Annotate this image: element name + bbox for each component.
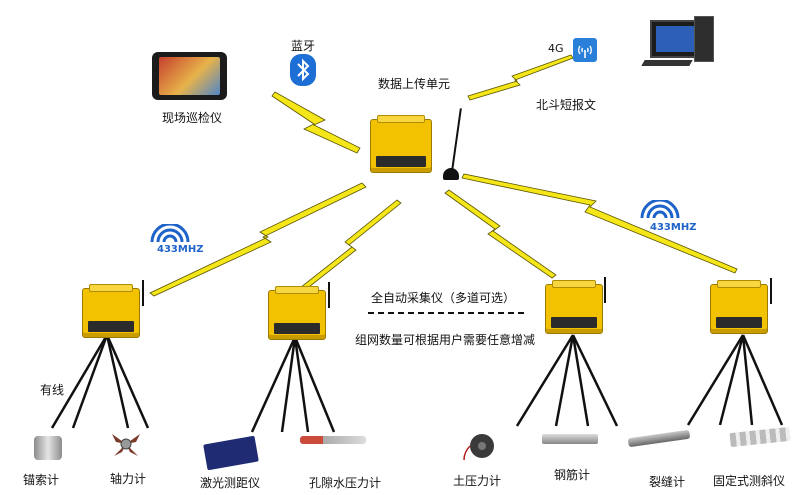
wire <box>50 334 109 429</box>
sensor-label: 固定式测斜仪 <box>712 474 786 488</box>
signal-4g-icon <box>573 38 597 62</box>
earth-pressure-meter-graphic <box>463 434 494 461</box>
sensor-label: 钢筋计 <box>553 468 591 482</box>
lightning-link-beidou <box>467 54 574 101</box>
wire <box>686 334 745 426</box>
pore-pressure-meter-graphic <box>300 436 366 444</box>
sensor-label: 裂缝计 <box>648 475 686 489</box>
wire <box>515 334 575 427</box>
upload-unit-label: 数据上传单元 <box>377 77 451 91</box>
wire <box>571 334 619 427</box>
wireless-signal-icon <box>150 224 190 243</box>
patrol-tablet <box>152 52 227 100</box>
auto-collector-label: 全自动采集仪（多道可选） <box>370 291 516 305</box>
net-4g-label: 4G <box>548 42 564 55</box>
collector-antenna <box>142 280 144 306</box>
lightning-link-collector-2 <box>295 199 402 295</box>
lightning-link-collector-1 <box>149 182 367 297</box>
lightning-link-collector-3 <box>444 189 557 279</box>
collector-antenna <box>328 282 330 308</box>
beidou-label: 北斗短报文 <box>535 98 597 112</box>
wired-label: 有线 <box>40 383 65 397</box>
sensor-label: 孔隙水压力计 <box>308 476 382 490</box>
wire <box>280 336 297 433</box>
computer-tower <box>694 16 714 62</box>
sensor-label: 轴力计 <box>109 472 147 486</box>
bluetooth-label: 蓝牙 <box>290 39 316 53</box>
wire <box>293 336 310 433</box>
wire <box>105 334 150 429</box>
lightning-link-collector-4 <box>461 173 738 274</box>
wireless-signal-icon <box>640 200 680 219</box>
collector-3 <box>545 280 603 334</box>
sensor-label: 土压力计 <box>452 474 502 488</box>
wire <box>250 336 297 433</box>
axial-force-meter-graphic <box>112 434 140 456</box>
rebar-meter-graphic <box>542 434 598 444</box>
collector-antenna <box>604 277 606 303</box>
patrol-device-label: 现场巡检仪 <box>161 111 223 125</box>
sensor-label: 锚索计 <box>22 473 60 487</box>
network-note: 组网数量可根据用户需要任意增减 <box>354 333 536 347</box>
wire <box>741 334 784 426</box>
wireless-label-left: 433MHZ <box>157 244 204 255</box>
bluetooth-icon <box>290 54 316 86</box>
wire <box>105 334 130 429</box>
keyboard <box>641 60 693 66</box>
collector-4 <box>710 280 768 334</box>
collector-2 <box>268 286 326 340</box>
collector-1 <box>82 284 140 338</box>
wire <box>293 336 336 433</box>
wire <box>741 334 754 426</box>
collector-antenna <box>770 278 772 304</box>
wire <box>554 334 575 427</box>
anchor-cable-meter-graphic <box>34 436 62 460</box>
wire <box>71 334 109 429</box>
sensor-label: 激光测距仪 <box>199 476 261 490</box>
wire <box>718 334 745 426</box>
wired-cables <box>50 334 784 433</box>
wire <box>571 334 590 427</box>
lightning-link-patrol <box>271 91 361 154</box>
wireless-label-right: 433MHZ <box>650 222 697 233</box>
data-upload-unit <box>370 115 432 173</box>
antenna-base <box>443 168 459 180</box>
